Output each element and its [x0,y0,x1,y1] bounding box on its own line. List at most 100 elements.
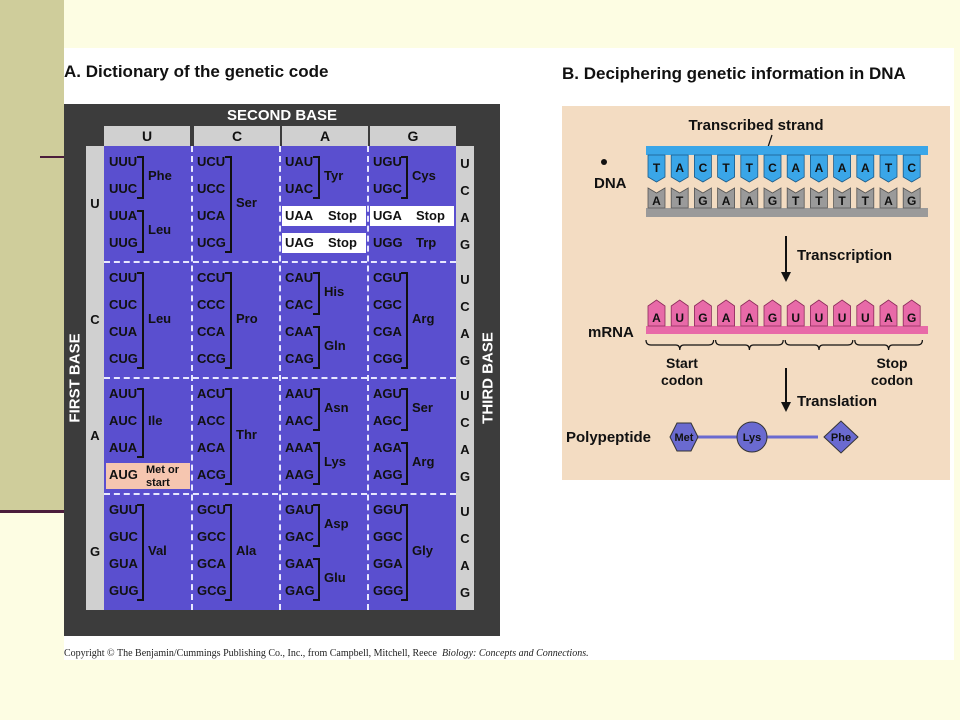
dna-top-base [810,154,828,183]
codon-cac: CAC [285,297,314,312]
codon-bracket [401,388,408,431]
amino-acid-ser: Ser [236,194,257,210]
stop-box [370,206,454,226]
third-base-u: U [460,272,470,287]
mrna-base [763,299,782,327]
dna-bottom-base [810,187,828,209]
codon-gcu: GCU [197,502,226,517]
codon-uuu: UUU [109,154,138,169]
dna-top-base-letter: C [907,161,916,175]
dna-top-base [647,154,666,183]
codon-acc: ACC [197,413,226,428]
codon-uca: UCA [197,208,226,223]
dna-bottom-base [786,187,805,209]
codon-bracket [313,558,320,601]
dna-top-base-letter: A [861,161,870,175]
codon-cug: CUG [109,351,138,366]
codon-ucc: UCC [197,181,226,196]
codon-cau: CAU [285,270,314,285]
polypeptide-label: Polypeptide [566,429,651,446]
third-base-c: C [460,415,470,430]
codon-gag: GAG [285,583,315,598]
codon-gug: GUG [109,583,139,598]
third-base-g: G [459,469,471,484]
stop-codon-label-2: codon [871,372,913,388]
amino-acid-gln: Gln [324,337,346,353]
dna-top-base-letter: A [815,161,824,175]
codon-uau: UAU [285,154,314,169]
codon-aga: AGA [373,440,402,455]
mrna-base-letter: U [815,311,824,325]
codon-ucu: UCU [197,154,226,169]
start-box [106,463,190,489]
mrna-base [647,299,666,327]
dna-bottom-base-letter: A [745,194,754,208]
stop-box [282,206,366,226]
third-base-g: G [459,353,471,368]
amino-acid-lys-label: Lys [743,432,762,444]
dna-bottom-base-letter: G [907,194,916,208]
third-base-c: C [460,183,470,198]
codon-gaa: GAA [285,556,314,571]
third-base-g: G [459,237,471,252]
dna-bottom-base [694,187,712,209]
codon-auu: AUU [109,386,138,401]
codon-ccu: CCU [197,270,226,285]
dna-bottom-base-letter: A [722,194,731,208]
mrna-base-letter: G [768,311,777,325]
genetic-code-title: A. Dictionary of the genetic code [64,62,329,81]
codon-ggc: GGC [373,529,403,544]
codon-gau: GAU [285,502,314,517]
dna-top-base [763,154,782,183]
dna-top-base [879,154,898,183]
copyright-line: Copyright © The Benjamin/Cummings Publis… [64,648,589,659]
slide-side-band [0,0,64,510]
codon-bracket [137,388,144,458]
codon-bracket [401,442,408,485]
dna-bottom-base-letter: T [815,194,823,208]
first-base-label: FIRST BASE [66,333,84,423]
dna-top-base-letter: T [885,161,893,175]
mrna-base [670,299,689,327]
transcription-label: Transcription [797,247,892,264]
codon-ugu: UGU [373,154,402,169]
second-base-a: A [282,126,368,146]
codon-acu: ACU [197,386,226,401]
codon-ggg: GGG [373,583,404,598]
codon-bracket [225,156,232,253]
amino-acid-pro: Pro [236,310,258,326]
codon-gca: GCA [197,556,226,571]
dna-bottom-base [902,187,921,209]
mrna-base [740,299,759,327]
column-divider [367,146,369,610]
amino-acid-stop: Stop [328,208,357,223]
third-base-c: C [460,531,470,546]
amino-acid-tyr: Tyr [324,167,344,183]
dna-dot [601,159,607,165]
stop-codon-label-1: Stop [876,355,907,371]
dna-top-base-letter: A [791,161,800,175]
mrna-base [902,299,921,327]
codon-bracket [313,326,320,369]
stop-box [282,233,366,253]
transcribed-strand-label: Transcribed strand [688,117,823,134]
dna-bottom-base-letter: A [884,194,893,208]
codon-uuc: UUC [109,181,138,196]
translation-arrowhead [781,402,791,412]
codon-cca: CCA [197,324,226,339]
dna-bottom-base [763,187,782,209]
dna-top-base [740,154,759,183]
third-base-u: U [460,156,470,171]
dna-bottom-base-letter: T [838,194,846,208]
mrna-base [810,299,828,327]
dna-bottom-base-letter: G [768,194,777,208]
deciphering-title: B. Deciphering genetic information in DN… [562,64,906,83]
dna-top-base [717,154,735,183]
dna-top-base-letter: T [653,161,661,175]
codon-cgg: CGG [373,351,403,366]
amino-acid-met [669,422,699,452]
codon-ccg: CCG [197,351,226,366]
